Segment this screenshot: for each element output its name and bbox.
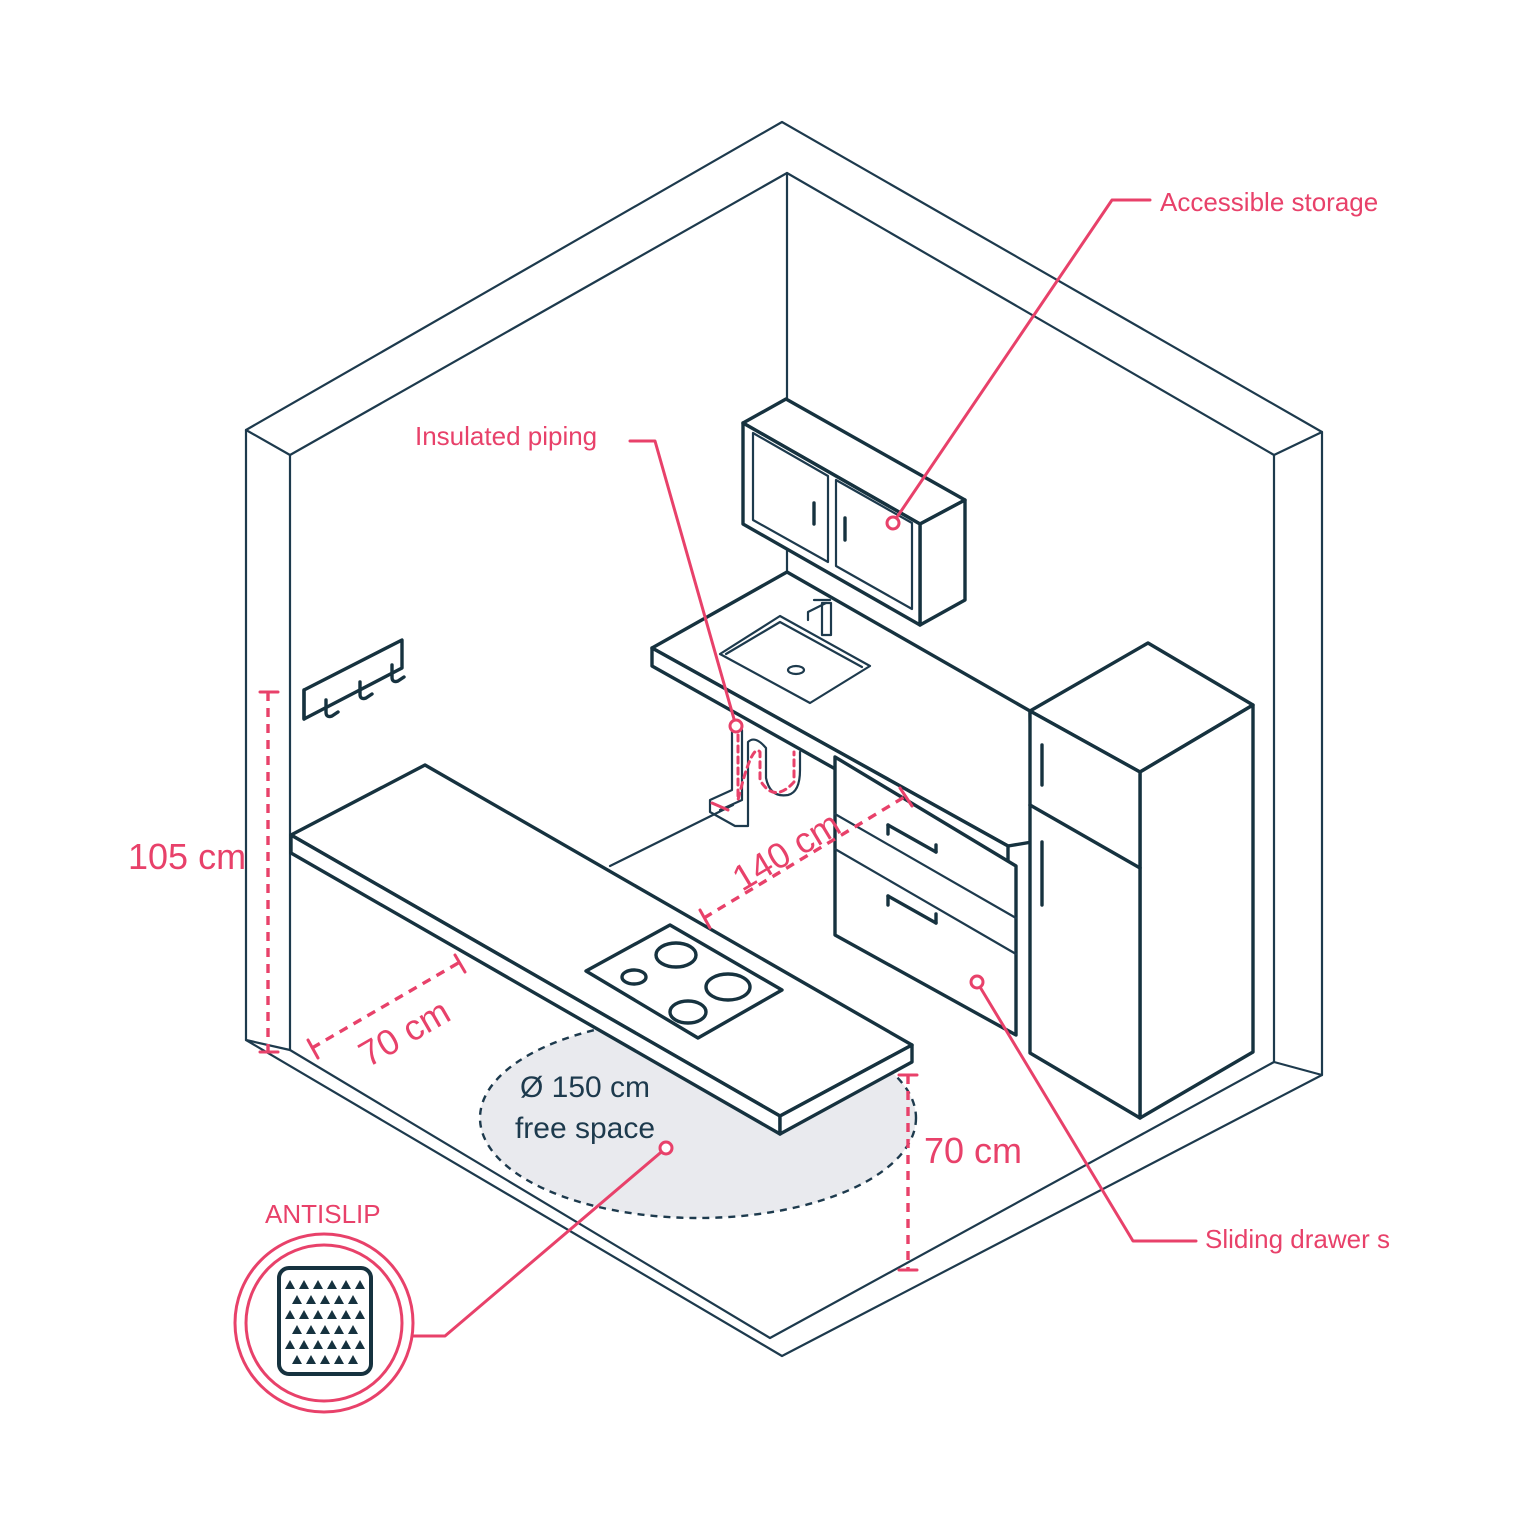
antislip-dot (334, 1325, 344, 1334)
dim-left-clearance: 70 cm (352, 990, 457, 1075)
antislip-dot (292, 1325, 302, 1334)
antislip-dot (334, 1295, 344, 1304)
antislip-dot (327, 1310, 337, 1319)
dim-aisle-width: 140 cm (725, 803, 847, 899)
antislip-dot (334, 1355, 344, 1364)
antislip-dot (313, 1340, 323, 1349)
antislip-dot (355, 1310, 365, 1319)
wall-cabinet (741, 397, 967, 627)
dim-counter-height: 105 cm (128, 836, 246, 877)
antislip-dot (292, 1295, 302, 1304)
antislip-dot (285, 1340, 295, 1349)
antislip-dot (348, 1325, 358, 1334)
antislip-dot (320, 1295, 330, 1304)
antislip-dot (313, 1310, 323, 1319)
label-sliding-drawers: Sliding drawer s (1205, 1224, 1390, 1254)
antislip-dot (341, 1280, 351, 1289)
free-space-diameter: Ø 150 cm (520, 1071, 650, 1104)
antislip-dot (327, 1340, 337, 1349)
antislip-dot (313, 1280, 323, 1289)
antislip-dot (306, 1355, 316, 1364)
wall-hook-icon (302, 638, 406, 721)
fridge (1028, 641, 1255, 1120)
antislip-dot (348, 1355, 358, 1364)
antislip-dot (299, 1340, 309, 1349)
antislip-dot (341, 1340, 351, 1349)
antislip-dot (341, 1310, 351, 1319)
label-antislip: ANTISLIP (265, 1199, 381, 1229)
island-counter (289, 763, 914, 1136)
antislip-dot (355, 1280, 365, 1289)
antislip-dot (299, 1310, 309, 1319)
label-insulated-piping: Insulated piping (415, 421, 597, 451)
antislip-dot (306, 1295, 316, 1304)
dimension-lines (258, 690, 919, 1272)
antislip-dot (292, 1355, 302, 1364)
antislip-dot (299, 1280, 309, 1289)
label-accessible-storage: Accessible storage (1160, 187, 1378, 217)
cooktop-icon (584, 923, 784, 1040)
room-shell (244, 120, 1324, 1358)
base-cabinet (833, 755, 1018, 1037)
piping (708, 728, 802, 828)
antislip-dot (348, 1295, 358, 1304)
antislip-dot (320, 1355, 330, 1364)
antislip-dot (285, 1310, 295, 1319)
antislip-dot (306, 1325, 316, 1334)
dim-front-clearance: 70 cm (924, 1130, 1022, 1171)
free-space-caption: free space (515, 1112, 655, 1145)
antislip-dot (285, 1280, 295, 1289)
faucet-icon (806, 598, 833, 637)
callout-leaders (410, 198, 1198, 1338)
antislip-mat-icon (233, 1232, 415, 1414)
antislip-dot (320, 1325, 330, 1334)
antislip-dot (327, 1280, 337, 1289)
antislip-dot (355, 1340, 365, 1349)
